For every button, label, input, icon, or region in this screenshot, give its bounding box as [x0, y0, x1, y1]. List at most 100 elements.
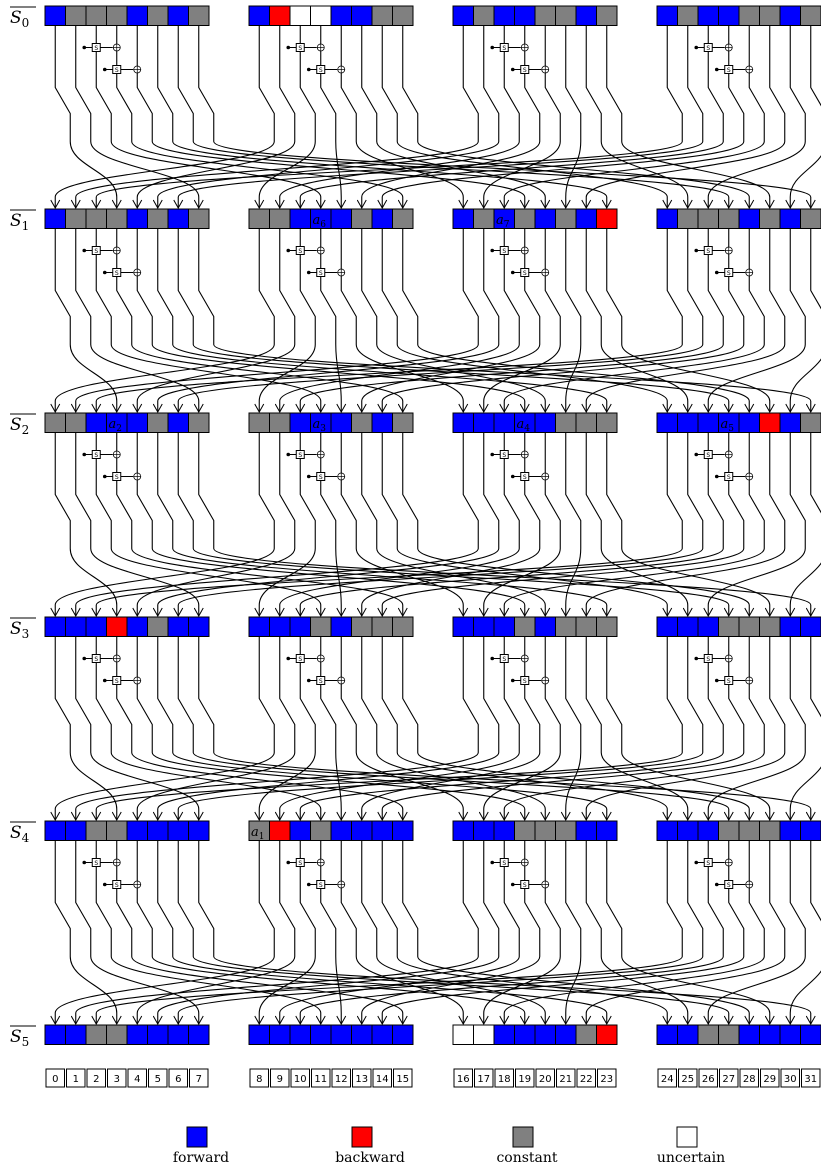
permutation-wire — [382, 228, 745, 413]
permutation-wire — [55, 636, 275, 821]
state-cell — [575, 208, 597, 229]
annotation-letter: a — [496, 213, 504, 228]
bit-index-label: 20 — [539, 1074, 552, 1085]
bit-index-label: 25 — [681, 1074, 694, 1085]
state-cell — [126, 412, 148, 433]
permutation-wire — [340, 25, 463, 209]
permutation-wire — [585, 840, 688, 1025]
bit-index-label: 1 — [73, 1074, 79, 1085]
permutation-wire — [76, 228, 479, 413]
sbox-symbol: S — [502, 656, 506, 663]
state-cell — [126, 820, 148, 841]
state-cell — [167, 208, 189, 229]
state-cell — [85, 208, 107, 229]
permutation-wire — [382, 432, 745, 617]
sbox-symbol: S — [319, 474, 323, 481]
state-cell — [330, 820, 352, 841]
bit-index-box — [107, 1068, 127, 1088]
sbox-symbol: S — [115, 474, 119, 481]
annotation-subscript: 1 — [259, 832, 265, 842]
sbox-symbol: S — [502, 452, 506, 459]
state-cell — [44, 5, 66, 26]
permutation-wire — [76, 432, 479, 617]
state-cell — [677, 616, 699, 637]
permutation-wire — [790, 432, 821, 617]
permutation-wire — [382, 636, 745, 821]
state-cell — [718, 820, 740, 841]
state-cell — [697, 820, 719, 841]
bit-index-box — [657, 1068, 677, 1088]
permutation-wire — [320, 432, 342, 617]
state-cell — [44, 1024, 66, 1045]
sbox-symbol: S — [523, 67, 527, 74]
state-cell — [371, 820, 393, 841]
sbox-symbol: S — [298, 860, 302, 867]
permutation-wire — [137, 840, 296, 1025]
sbox-symbol: S — [727, 270, 731, 277]
state-cell — [473, 616, 495, 637]
permutation-wire — [585, 432, 688, 617]
state-cell — [188, 616, 210, 637]
bit-index-label: 18 — [498, 1074, 511, 1085]
sbox-symbol: S — [502, 248, 506, 255]
sbox-symbol: S — [94, 45, 98, 52]
bit-index-box — [352, 1068, 372, 1088]
permutation-wire — [790, 636, 821, 821]
state-cell — [718, 1024, 740, 1045]
state-cell — [759, 1024, 781, 1045]
stage-subscript: 3 — [22, 627, 30, 641]
permutation-wire — [606, 636, 770, 821]
stage-label: S4 — [10, 823, 30, 845]
state-cell — [800, 1024, 821, 1045]
sbox-symbol: S — [319, 270, 323, 277]
permutation-wire — [75, 25, 199, 209]
state-cell — [147, 412, 169, 433]
annotation-subscript: 3 — [320, 424, 326, 434]
state-cell — [555, 616, 577, 637]
bit-index-box — [474, 1068, 494, 1088]
state-cell — [534, 1024, 556, 1045]
state-cell — [248, 208, 270, 229]
sbox-symbol: S — [502, 860, 506, 867]
state-cell — [188, 412, 210, 433]
state-cell — [85, 5, 107, 26]
state-cell — [188, 820, 210, 841]
state-cell — [65, 208, 87, 229]
bit-index-label: 17 — [477, 1074, 490, 1085]
bit-index-label: 19 — [518, 1074, 531, 1085]
bit-index-box — [189, 1068, 209, 1088]
bit-index-box — [148, 1068, 168, 1088]
state-cell — [289, 820, 311, 841]
state-cell — [575, 412, 597, 433]
annotation-letter: a — [251, 825, 259, 840]
sbox-symbol: S — [706, 45, 710, 52]
permutation-wire — [259, 840, 316, 1025]
sbox-symbol: S — [94, 452, 98, 459]
state-cell — [759, 820, 781, 841]
permutation-wire — [96, 25, 683, 209]
sbox-symbol: S — [319, 882, 323, 889]
permutation-wire — [361, 25, 546, 209]
permutation-wire — [585, 228, 688, 413]
bit-index-label: 28 — [743, 1074, 756, 1085]
state-cell — [330, 208, 352, 229]
stage-label: S0 — [10, 8, 29, 30]
permutation-wire — [361, 840, 546, 1025]
permutation-wire — [54, 228, 117, 413]
permutation-wire — [484, 636, 561, 821]
permutation-wire — [362, 636, 541, 821]
permutation-wire — [484, 840, 561, 1025]
bit-index-label: 9 — [277, 1074, 283, 1085]
permutation-wire — [76, 840, 479, 1025]
permutation-wire — [402, 432, 750, 617]
state-cell — [167, 412, 189, 433]
sbox-symbol: S — [115, 882, 119, 889]
state-cell — [269, 208, 291, 229]
state-cell — [248, 5, 270, 26]
state-cell — [759, 208, 781, 229]
sbox-symbol: S — [523, 474, 527, 481]
bit-index-label: 31 — [804, 1074, 817, 1085]
state-cell — [392, 820, 414, 841]
